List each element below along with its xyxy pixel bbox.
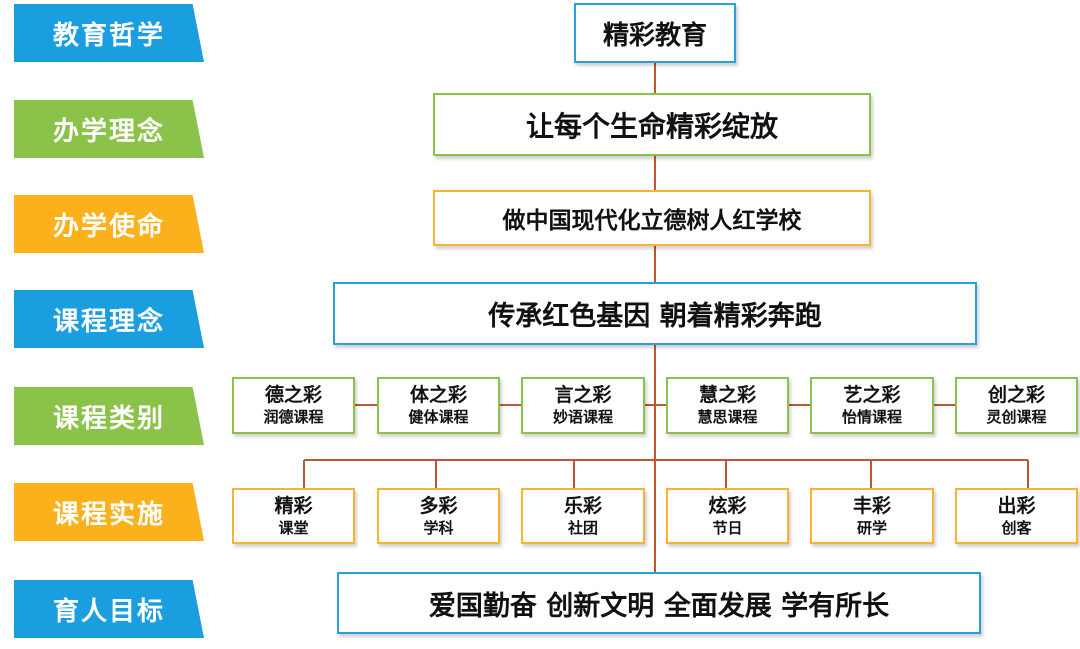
category-box: 德之彩 润德课程 [232, 377, 355, 434]
category-title: 体之彩 [409, 384, 467, 407]
category-box: 慧之彩 慧思课程 [666, 377, 789, 434]
implementation-subtitle: 研学 [856, 518, 887, 537]
category-title: 创之彩 [987, 384, 1045, 407]
concept-text: 让每个生命精彩绽放 [525, 109, 778, 143]
implementation-subtitle: 课堂 [278, 518, 309, 537]
philosophy-box: 精彩教育 [574, 3, 736, 63]
implementation-box: 丰彩 研学 [810, 488, 934, 544]
category-title: 艺之彩 [843, 384, 901, 407]
implementation-title: 炫彩 [708, 494, 747, 517]
category-box: 言之彩 妙语课程 [521, 377, 645, 434]
category-title: 言之彩 [554, 384, 612, 407]
implementation-subtitle: 学科 [423, 518, 454, 537]
label-school-mission: 办学使命 [14, 195, 204, 253]
implementation-title: 乐彩 [563, 494, 602, 517]
category-subtitle: 慧思课程 [697, 408, 758, 426]
implementation-title: 丰彩 [852, 494, 891, 517]
curriculum-concept-box: 传承红色基因 朝着精彩奔跑 [333, 282, 977, 345]
implementation-title: 多彩 [419, 494, 458, 517]
philosophy-text: 精彩教育 [602, 20, 707, 51]
label-school-concept: 办学理念 [14, 100, 204, 158]
category-subtitle: 润德课程 [263, 408, 324, 426]
implementation-box: 乐彩 社团 [521, 488, 645, 544]
implementation-title: 精彩 [274, 494, 313, 517]
mission-text: 做中国现代化立德树人红学校 [502, 207, 802, 234]
category-subtitle: 灵创课程 [986, 408, 1047, 426]
implementation-box: 精彩 课堂 [232, 488, 355, 544]
category-box: 创之彩 灵创课程 [955, 377, 1078, 434]
category-box: 艺之彩 怡情课程 [810, 377, 934, 434]
label-curriculum-implementation: 课程实施 [14, 483, 204, 541]
implementation-title: 出彩 [997, 494, 1036, 517]
label-curriculum-categories: 课程类别 [14, 387, 204, 445]
concept-box: 让每个生命精彩绽放 [433, 93, 871, 156]
implementation-box: 多彩 学科 [377, 488, 500, 544]
category-box: 体之彩 健体课程 [377, 377, 500, 434]
mission-box: 做中国现代化立德树人红学校 [433, 190, 871, 246]
label-education-goal: 育人目标 [14, 580, 204, 638]
goal-text: 爱国勤奋 创新文明 全面发展 学有所长 [428, 590, 890, 622]
category-title: 德之彩 [264, 384, 322, 407]
implementation-subtitle: 社团 [567, 518, 598, 537]
label-curriculum-concept: 课程理念 [14, 290, 204, 348]
category-subtitle: 怡情课程 [841, 408, 902, 426]
curriculum-concept-text: 传承红色基因 朝着精彩奔跑 [488, 301, 822, 332]
category-subtitle: 健体课程 [408, 408, 469, 426]
implementation-box: 炫彩 节日 [666, 488, 789, 544]
goal-box: 爱国勤奋 创新文明 全面发展 学有所长 [337, 572, 981, 634]
label-education-philosophy: 教育哲学 [14, 4, 204, 62]
category-subtitle: 妙语课程 [552, 408, 613, 426]
implementation-subtitle: 创客 [1001, 518, 1032, 537]
implementation-subtitle: 节日 [712, 518, 743, 537]
implementation-box: 出彩 创客 [955, 488, 1078, 544]
category-title: 慧之彩 [698, 384, 756, 407]
